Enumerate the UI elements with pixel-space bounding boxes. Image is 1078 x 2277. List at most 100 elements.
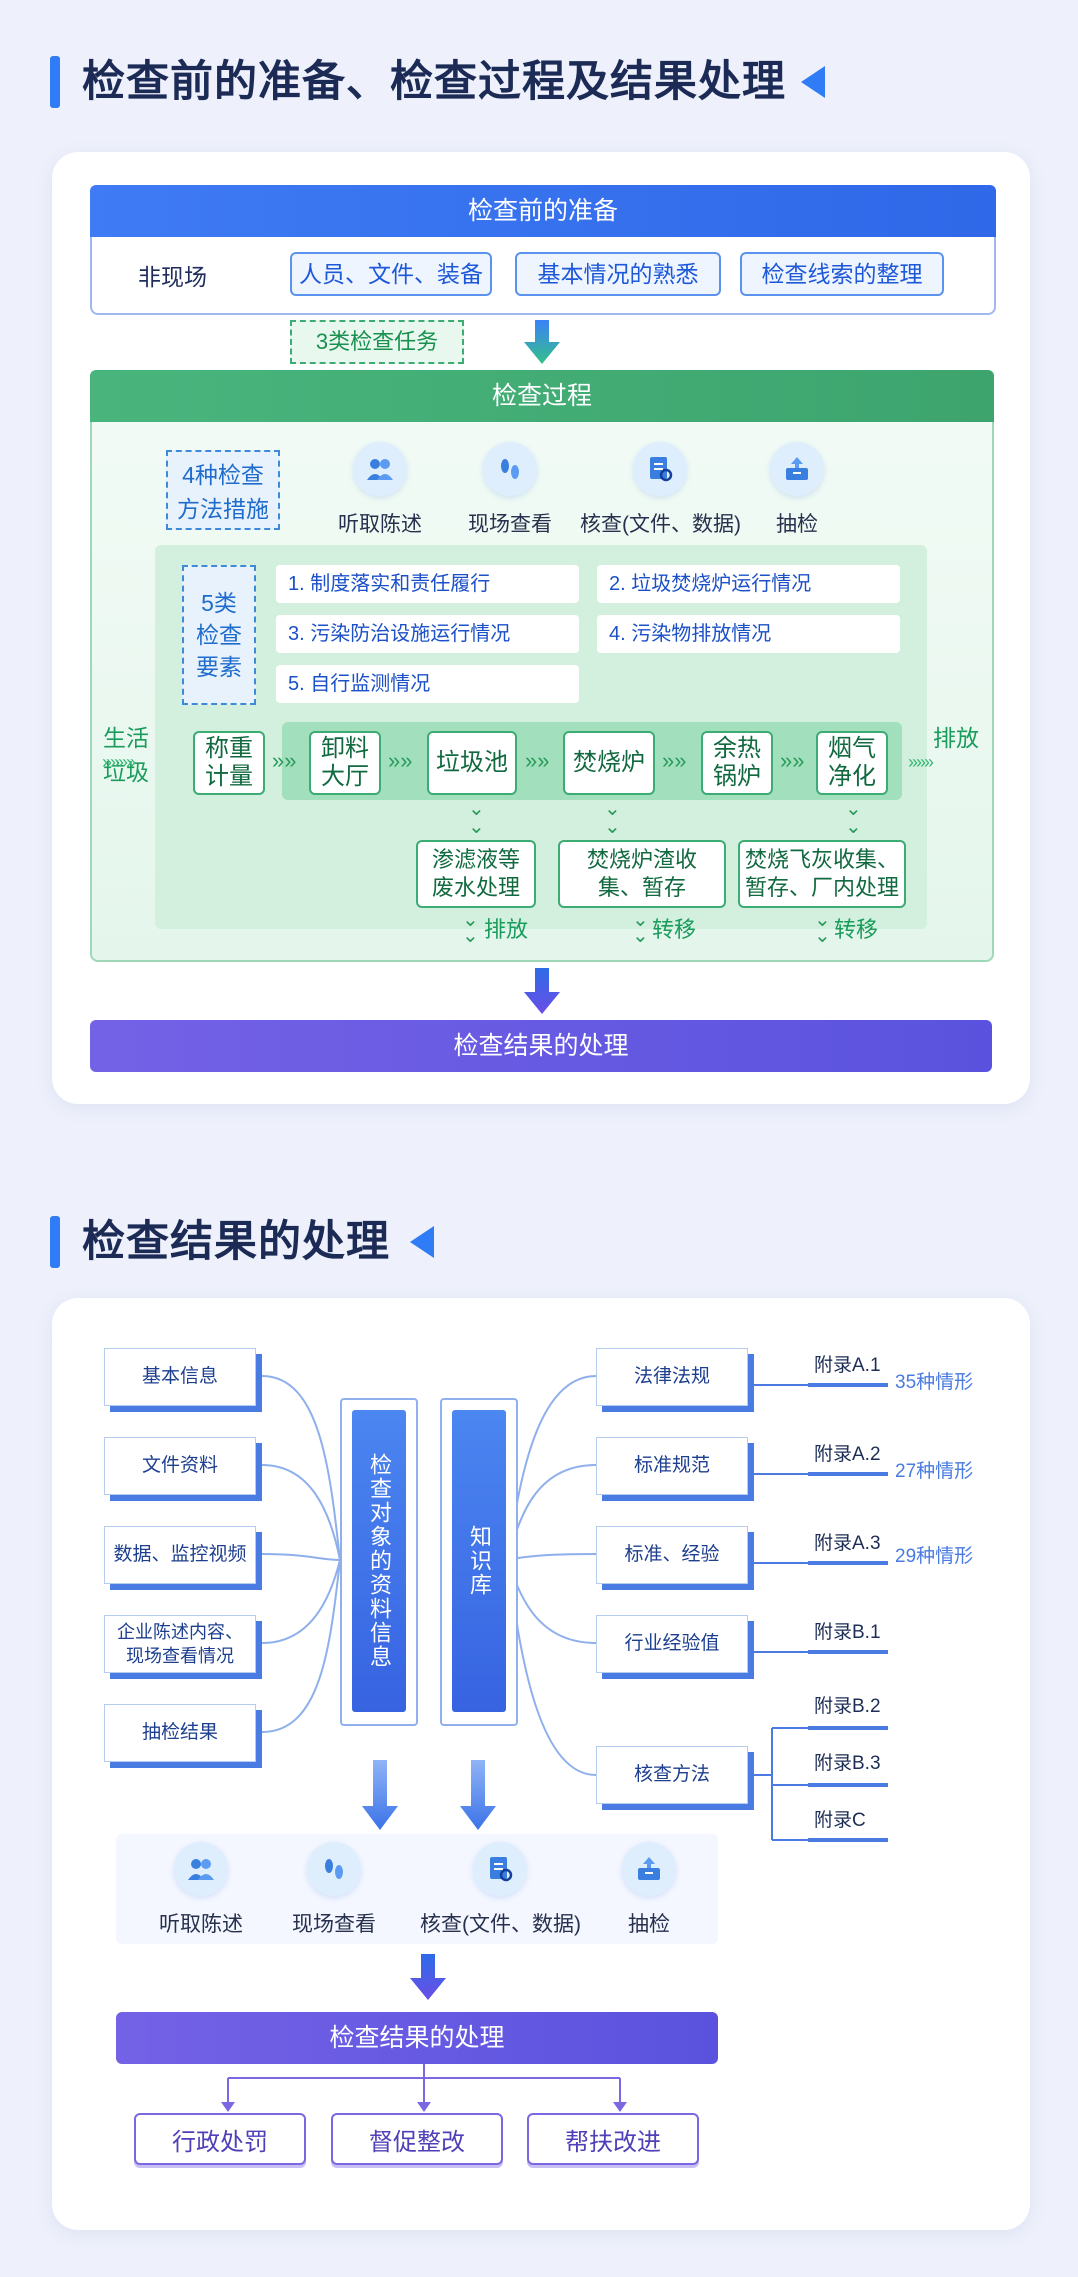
- info-source-item: 数据、监控视频: [104, 1526, 256, 1584]
- down-chevron-icon: ⌄⌄: [604, 798, 621, 838]
- info-source-line: 企业陈述内容、: [117, 1622, 243, 1642]
- by-product-line: 集、暂存: [597, 875, 686, 900]
- method-label: 核查(文件、数据): [580, 513, 741, 536]
- flow-step-line: 大厅: [321, 763, 369, 790]
- down-chevron-icon: ⌄⌄: [814, 909, 831, 947]
- flow-step-line: 计量: [205, 763, 253, 790]
- method-label: 抽检: [628, 1913, 670, 1936]
- chevrons-icon: »»: [272, 748, 297, 773]
- flow-input: 生活 垃圾: [103, 724, 149, 786]
- footprints-icon: [483, 442, 537, 496]
- down-arrow-icon: [362, 1760, 398, 1830]
- flow-step-line: 净化: [828, 763, 876, 790]
- document-search-icon: [633, 442, 687, 496]
- annex-underline: [808, 1561, 888, 1565]
- action-assist: 帮扶改进: [527, 2113, 699, 2165]
- result-header: 检查结果的处理: [116, 2012, 718, 2064]
- flow-step: 垃圾池: [427, 731, 517, 795]
- annex-label: 附录B.3: [814, 1753, 881, 1774]
- flow-input-line: 生活: [103, 725, 149, 751]
- annex-underline: [808, 1383, 888, 1387]
- by-product: 渗滤液等废水处理: [416, 840, 536, 908]
- flow-step-line: 锅炉: [713, 763, 761, 790]
- title-triangle-icon: [410, 1226, 434, 1258]
- elements-badge-line: 5类: [201, 590, 237, 616]
- annex-underline: [808, 1650, 888, 1654]
- info-source-item: 基本信息: [104, 1348, 256, 1406]
- element-item: 4. 污染物排放情况: [597, 615, 900, 653]
- elements-badge: 5类 检查 要素: [182, 565, 256, 705]
- elements-badge-line: 要素: [196, 654, 242, 680]
- knowledge-item: 行业经验值: [596, 1615, 748, 1673]
- down-chevron-icon: ⌄⌄: [845, 798, 862, 838]
- flow-step-line: 烟气: [828, 735, 876, 762]
- object-info-label: 检查对象的资料信息: [352, 1410, 406, 1712]
- section2-title: 检查结果的处理: [82, 1218, 390, 1266]
- chevrons-icon: ››››››››: [102, 752, 136, 772]
- element-item: 1. 制度落实和责任履行: [276, 565, 579, 603]
- down-arrow-icon: [460, 1760, 496, 1830]
- annex-count: 27种情形: [895, 1461, 974, 1482]
- by-product-result: 转移: [652, 917, 697, 942]
- flow-step: 卸料大厅: [309, 731, 381, 795]
- by-product-line: 焚烧飞灰收集、: [744, 847, 899, 872]
- task-badge: 3类检查任务: [290, 320, 464, 364]
- by-product: 焚烧飞灰收集、暂存、厂内处理: [738, 840, 906, 908]
- knowledge-item: 法律法规: [596, 1348, 748, 1406]
- flow-step: 烟气净化: [816, 731, 888, 795]
- method-label: 核查(文件、数据): [420, 1913, 581, 1936]
- annex-underline: [808, 1838, 888, 1842]
- knowledge-item: 标准规范: [596, 1437, 748, 1495]
- annex-label: 附录A.1: [814, 1355, 881, 1376]
- method-label: 听取陈述: [338, 513, 422, 536]
- chevrons-icon: »»: [525, 748, 550, 773]
- by-product-line: 渗滤液等: [431, 847, 520, 872]
- method-badge-line: 方法措施: [177, 496, 269, 522]
- action-penalty: 行政处罚: [134, 2113, 306, 2165]
- prep-row-label: 非现场: [138, 264, 207, 290]
- method-label: 现场查看: [468, 513, 552, 536]
- flow-step: 称重计量: [193, 731, 265, 795]
- by-product: 焚烧炉渣收集、暂存: [558, 840, 726, 908]
- method-badge: 4种检查 方法措施: [166, 450, 280, 530]
- people-icon: [174, 1842, 228, 1896]
- element-item: 2. 垃圾焚烧炉运行情况: [597, 565, 900, 603]
- down-arrow-icon: [410, 1954, 446, 2000]
- knowledge-base-label: 知识库: [452, 1410, 506, 1712]
- footprints-icon: [307, 1842, 361, 1896]
- flow-step-line: 余热: [713, 735, 761, 762]
- title-triangle-icon: [801, 66, 825, 98]
- knowledge-item: 核查方法: [596, 1746, 748, 1804]
- annex-label: 附录C: [814, 1810, 866, 1831]
- method-badge-line: 4种检查: [182, 462, 264, 488]
- knowledge-item: 标准、经验: [596, 1526, 748, 1584]
- by-product-line: 暂存、厂内处理: [744, 875, 899, 900]
- chevrons-icon: »»: [780, 748, 805, 773]
- prep-item: 人员、文件、装备: [290, 252, 492, 296]
- prep-item: 检查线索的整理: [740, 252, 944, 296]
- chevrons-icon: »»: [388, 748, 413, 773]
- method-label: 听取陈述: [159, 1913, 243, 1936]
- info-source-item: 抽检结果: [104, 1704, 256, 1762]
- result-header: 检查结果的处理: [90, 1020, 992, 1072]
- flow-step-line: 卸料: [321, 735, 369, 762]
- annex-label: 附录A.3: [814, 1533, 881, 1554]
- chevrons-icon: »»: [662, 748, 687, 773]
- action-rectify: 督促整改: [331, 2113, 503, 2165]
- section1-title: 检查前的准备、检查过程及结果处理: [82, 58, 786, 106]
- chevrons-icon: ››››››: [908, 752, 934, 772]
- annex-label: 附录B.2: [814, 1696, 881, 1717]
- down-chevron-icon: ⌄⌄: [462, 909, 479, 947]
- method-label: 抽检: [776, 513, 818, 536]
- by-product-result: 排放: [484, 917, 529, 942]
- annex-count: 29种情形: [895, 1546, 974, 1567]
- flow-step: 焚烧炉: [563, 731, 655, 795]
- annex-count: 35种情形: [895, 1372, 974, 1393]
- method-label: 现场查看: [292, 1913, 376, 1936]
- annex-underline: [808, 1726, 888, 1730]
- process-header: 检查过程: [90, 370, 994, 422]
- down-chevron-icon: ⌄⌄: [468, 798, 485, 838]
- elements-badge-line: 检查: [196, 622, 242, 648]
- annex-label: 附录B.1: [814, 1622, 881, 1643]
